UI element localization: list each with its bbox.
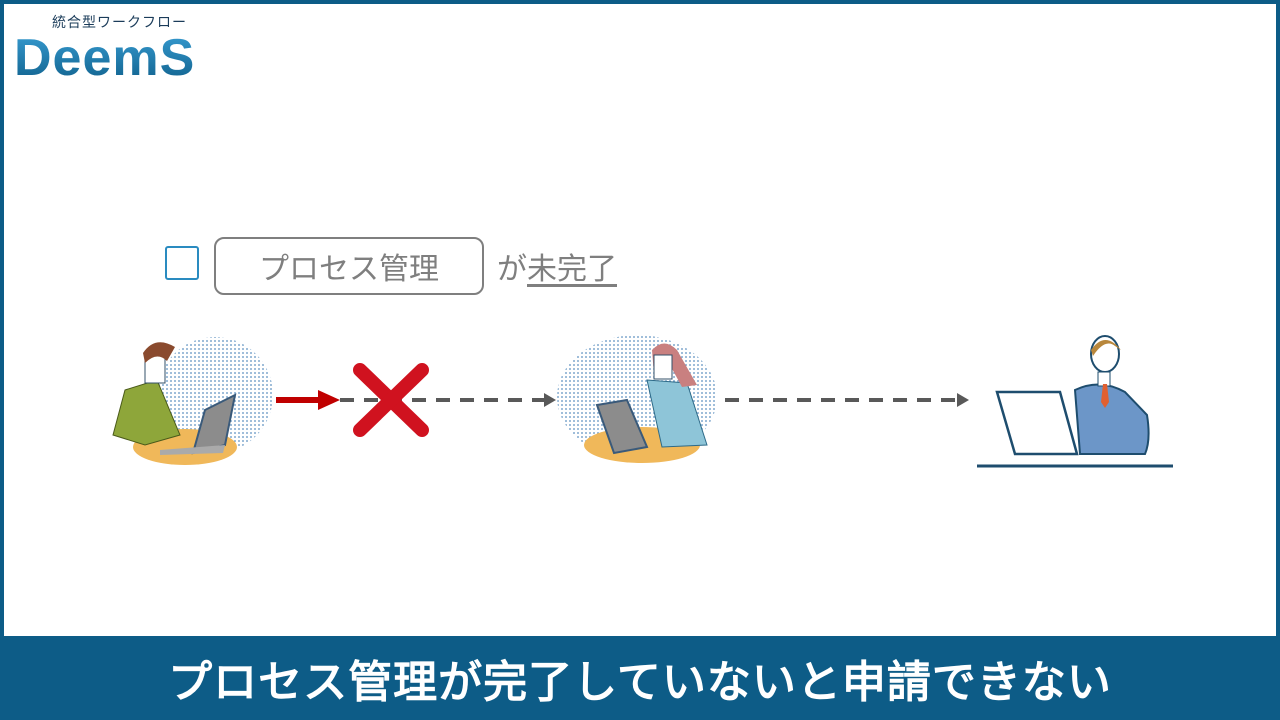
process-label: プロセス管理 xyxy=(259,252,439,287)
reviewer-illustration xyxy=(557,335,717,463)
blocked-arrow xyxy=(276,390,340,410)
banner-message: プロセス管理が完了していないと申請できない xyxy=(168,657,1112,708)
dashed-arrow-1 xyxy=(340,393,556,407)
status-particle: が xyxy=(497,252,527,287)
message-banner: プロセス管理が完了していないと申請できない xyxy=(0,636,1280,720)
x-mark-icon xyxy=(353,363,429,437)
process-checkbox[interactable] xyxy=(165,246,199,280)
status-text: 未完了 xyxy=(527,252,617,287)
applicant-illustration xyxy=(112,337,273,465)
approver-illustration xyxy=(977,335,1173,468)
logo-name: DeemS xyxy=(14,29,196,87)
dashed-arrow-2 xyxy=(725,393,969,407)
logo-subtitle: 統合型ワークフロー xyxy=(52,15,187,31)
condition-status: が未完了 xyxy=(497,244,617,288)
process-label-box: プロセス管理 xyxy=(214,237,484,295)
